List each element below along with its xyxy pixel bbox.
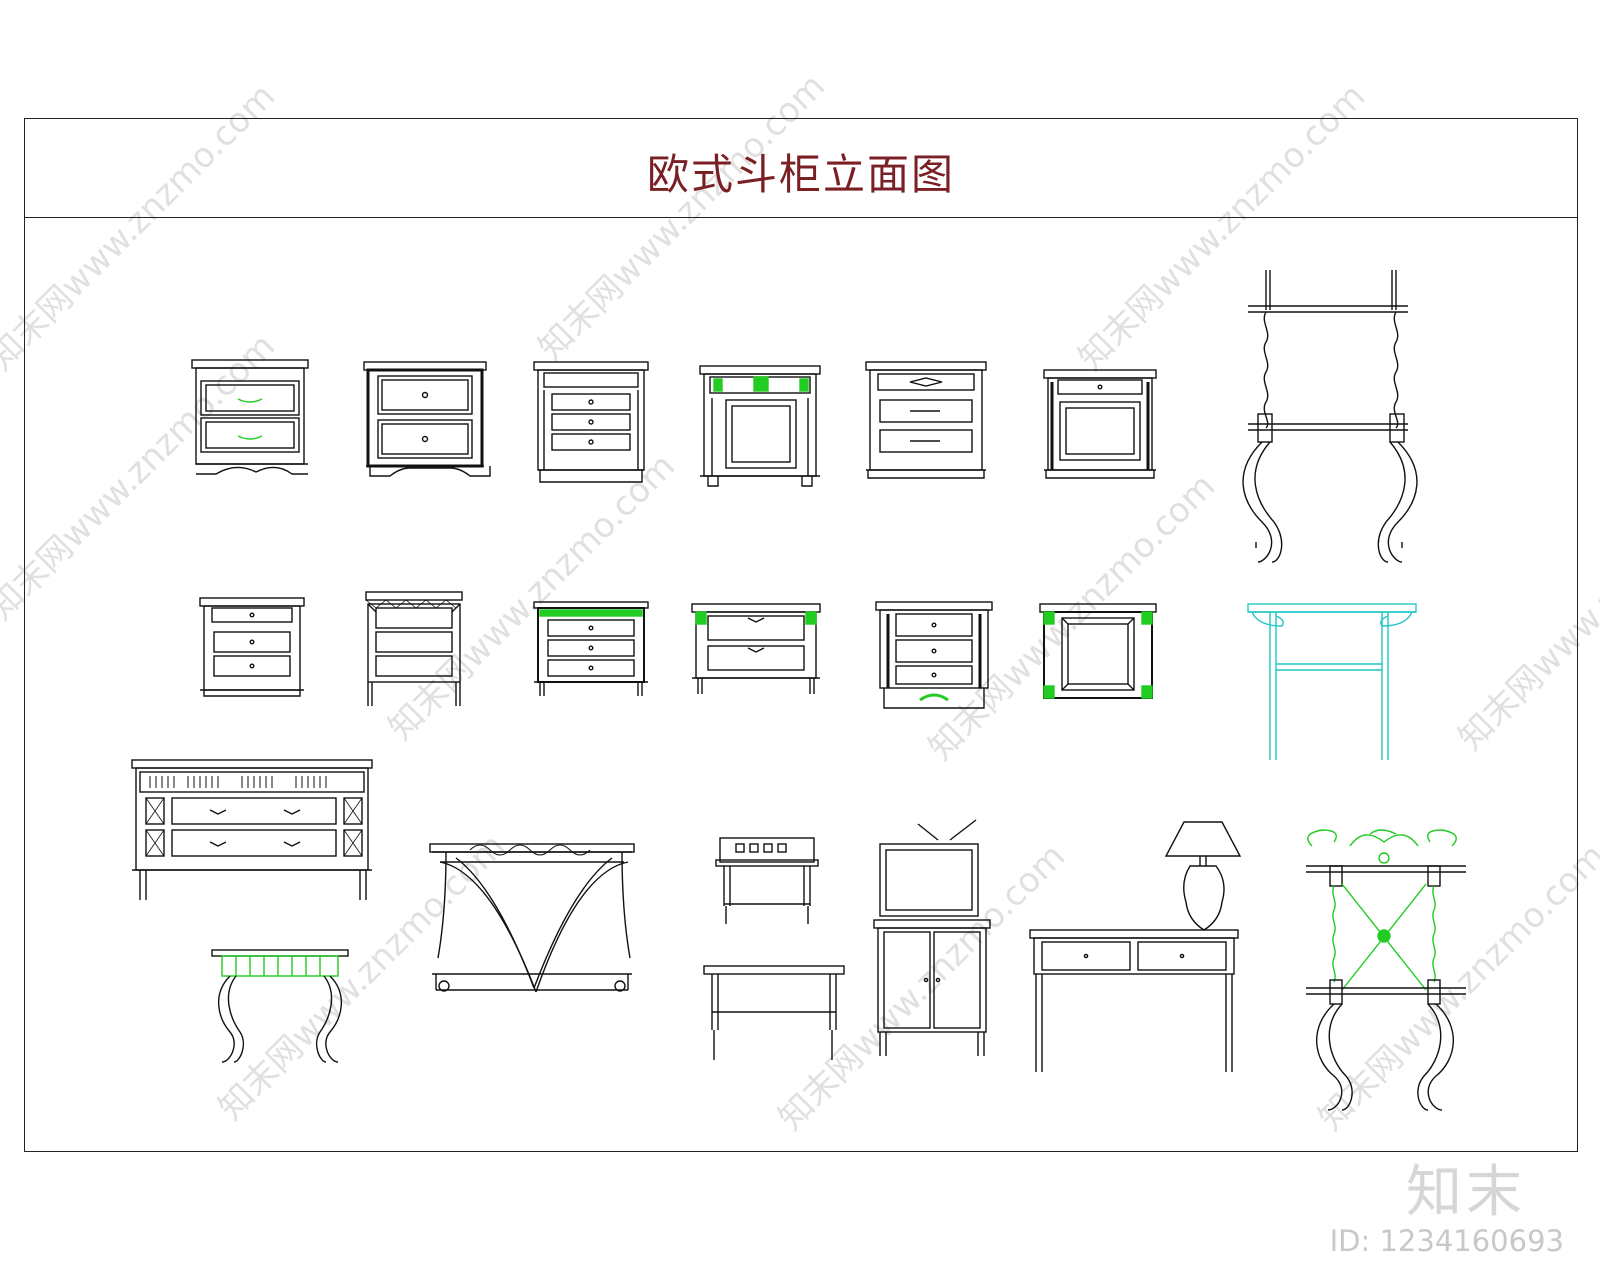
nightstand-8 [199,597,305,697]
chest-11 [691,603,821,694]
brand-logo: 知末 [1406,1160,1526,1225]
wrought-iron-console-16 [429,843,635,993]
nightstand-1 [191,359,309,475]
console-table-14 [1247,603,1417,760]
nightstand-2 [363,361,491,477]
page-title: 欧式斗柜立面图 [646,150,955,199]
image-id: ID: 1234160693 [1329,1224,1564,1258]
chest-10 [533,601,649,696]
side-table-17 [715,837,819,924]
tv-cabinet-18 [873,819,991,1056]
lamp-console-19 [1029,821,1242,1072]
title-bar: 欧式斗柜立面图 [25,119,1577,218]
chest-5 [865,361,987,479]
iron-stool-21 [211,949,349,1063]
iron-stand-20 [1306,829,1466,1111]
cabinet-4 [699,365,821,487]
drawing-frame: 欧式斗柜立面图 [24,118,1578,1152]
chest-12 [875,601,993,709]
cabinet-6 [1043,369,1157,479]
cabinet-13 [1039,603,1157,699]
writing-table-22 [703,965,845,1060]
chest-3 [533,361,649,483]
tall-stand-7 [1242,270,1418,563]
chest-9 [365,591,463,706]
long-dresser-15 [131,759,373,900]
